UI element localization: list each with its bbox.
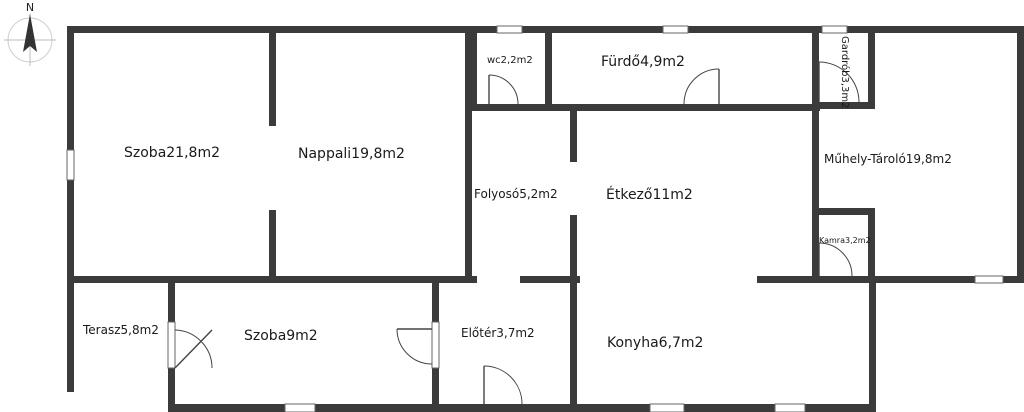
wall-wc-left <box>470 30 477 110</box>
room-label-wc: wc2,2m2 <box>487 55 533 66</box>
room-label-etkezo: Étkező11m2 <box>606 186 693 203</box>
wall-wc-right <box>545 30 552 110</box>
door-entrance <box>483 365 523 405</box>
wall-left-terrace <box>67 280 74 392</box>
door-furdo <box>683 68 720 105</box>
room-label-furdo: Fürdő4,9m2 <box>601 54 685 70</box>
window <box>774 403 806 412</box>
wall-szoba-nappali-bottom <box>269 210 276 278</box>
window <box>284 403 316 412</box>
wall-workshop-bottom <box>757 276 1024 283</box>
window <box>662 25 689 34</box>
windows <box>66 25 1004 412</box>
door-gardrob <box>818 61 860 103</box>
wall-top-right <box>812 26 1024 33</box>
room-label-nappali: Nappali19,8m2 <box>298 146 405 162</box>
compass-north-label: N <box>26 1 34 14</box>
room-label-gardrob: Gardrób3,3m2 <box>839 36 851 109</box>
door-eloter-side <box>396 328 433 365</box>
window <box>821 25 848 34</box>
wall-mid-left <box>67 276 477 283</box>
wall-nappali-right <box>465 30 472 283</box>
door-szoba-small <box>174 329 213 369</box>
wall-gardrob-bottom <box>812 102 875 109</box>
window <box>431 321 440 369</box>
wall-right <box>1017 26 1024 282</box>
room-label-konyha: Konyha6,7m2 <box>607 335 703 351</box>
wall-kamra-top <box>812 208 875 215</box>
wall-szoba-nappali-top <box>269 30 276 126</box>
room-label-folyoso: Folyosó5,2m2 <box>474 187 558 201</box>
room-label-kamra: Kamra3,2m2 <box>819 236 871 245</box>
window <box>66 149 75 181</box>
wall-gardrob-right <box>868 30 875 108</box>
door-kamra <box>818 242 853 277</box>
window <box>167 321 176 369</box>
wall-kitchen-right <box>869 276 876 412</box>
door-wc <box>488 74 519 105</box>
compass-icon: N <box>4 1 56 66</box>
wall-etkezo-lower <box>570 215 577 412</box>
window <box>496 25 523 34</box>
room-label-szoba-small: Szoba9m2 <box>244 328 318 344</box>
room-label-szoba-large: Szoba21,8m2 <box>124 145 220 161</box>
wall-wc-bottom <box>470 104 554 111</box>
wall-etkezo-upper <box>570 110 577 162</box>
walls <box>67 26 1024 412</box>
wall-mid-center <box>520 276 580 283</box>
room-labels: Szoba21,8m2 Nappali19,8m2 wc2,2m2 Fürdő4… <box>82 36 952 351</box>
window <box>974 275 1004 284</box>
window <box>649 403 685 412</box>
wall-bottom <box>168 404 876 412</box>
room-label-muhely: Műhely-Tároló19,8m2 <box>824 152 952 166</box>
doors <box>174 61 860 405</box>
room-label-eloter: Előtér3,7m2 <box>461 326 535 340</box>
wall-gardrob-left <box>812 30 819 276</box>
wall-bath-bottom <box>545 104 820 111</box>
wall-top <box>67 26 817 33</box>
room-label-terasz: Terasz5,8m2 <box>82 323 159 337</box>
wall-kamra-right <box>868 208 875 282</box>
